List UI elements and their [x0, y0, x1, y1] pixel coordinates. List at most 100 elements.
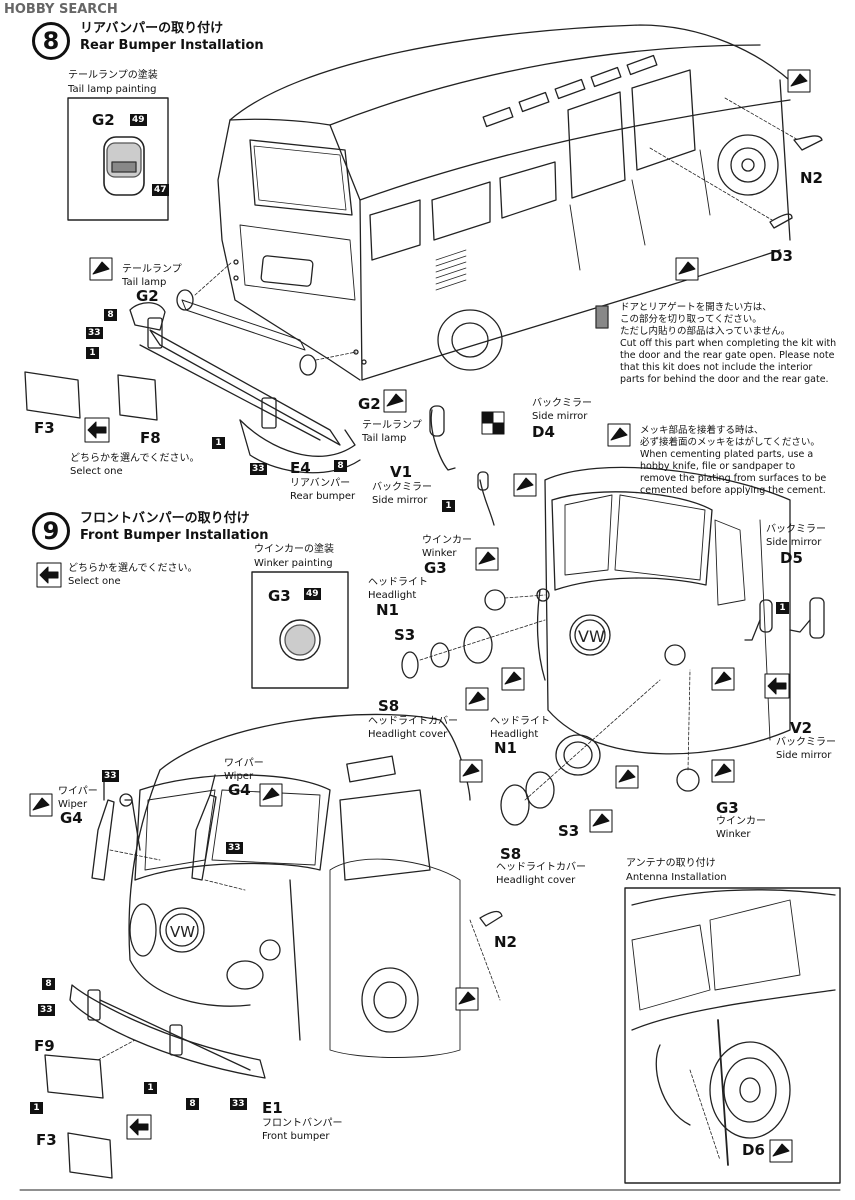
tail-lamp-label-en: Tail lamp	[122, 277, 167, 288]
step-8-title-jp: リアバンパーの取り付け	[80, 21, 224, 36]
winker-jp: ウインカー	[422, 535, 472, 546]
part-f3-rear: F3	[34, 419, 55, 437]
mirror-d4-jp: バックミラー	[532, 398, 592, 409]
plated-note-en-2: hobby knife, file or sandpaper to	[640, 461, 796, 472]
part-f8: F8	[140, 429, 161, 447]
headlight-cover-jp: ヘッドライトカバー	[368, 716, 458, 727]
badge-9-33c: 33	[38, 1004, 55, 1016]
winker-color-49: 49	[304, 588, 321, 600]
winker2-jp: ウインカー	[716, 816, 766, 827]
front-bumper-drawing	[44, 984, 266, 1179]
badge-1b: 1	[212, 437, 225, 449]
tail-paint-part: G2	[92, 111, 115, 129]
wiper-en: Wiper	[58, 799, 88, 810]
tail-lamp2-en: Tail lamp	[362, 433, 407, 444]
plated-note-jp-1: メッキ部品を接着する時は、	[640, 425, 764, 436]
headlight-parts-lower	[500, 669, 700, 826]
winker-paint-part: G3	[268, 587, 291, 605]
badge-33b: 33	[250, 463, 267, 475]
step-8-number: 8	[32, 22, 70, 60]
part-s8-lower: S8	[500, 845, 522, 863]
headlight2-en: Headlight	[490, 729, 539, 740]
plated-note: メッキ部品を接着する時は、 必ず接着面のメッキをはがしてください。 When c…	[640, 425, 826, 497]
door-note-jp-3: ただし内貼りの部品は入っていません。	[620, 326, 791, 337]
mirror-d5-jp: バックミラー	[766, 524, 826, 535]
step-9-title-en: Front Bumper Installation	[80, 528, 269, 543]
part-f9: F9	[34, 1037, 55, 1055]
part-e1: E1	[262, 1099, 283, 1117]
tail-lamp-label-jp: テールランプ	[122, 264, 182, 275]
part-v2: V2	[790, 719, 813, 737]
mirror-v2-jp: バックミラー	[776, 737, 836, 748]
svg-text:VW: VW	[170, 923, 195, 941]
rear-bumper-jp: リアバンパー	[290, 478, 351, 489]
part-f3-front: F3	[36, 1131, 57, 1149]
part-g4-right: G4	[228, 781, 251, 799]
cement-icons	[29, 69, 811, 1163]
part-n2-front: N2	[494, 933, 517, 951]
part-n2-rear: N2	[800, 169, 823, 187]
part-d6: D6	[742, 1141, 765, 1159]
winker2-en: Winker	[716, 829, 751, 840]
part-g3-lower: G3	[716, 799, 739, 817]
wiper2-en: Wiper	[224, 771, 254, 782]
badge-9-1a: 1	[776, 602, 789, 614]
badge-9-1b: 1	[144, 1082, 157, 1094]
wiper2-jp: ワイパー	[224, 758, 264, 769]
part-g2-left: G2	[136, 287, 159, 305]
badge-8b: 8	[334, 460, 347, 472]
step-9-title-jp: フロントバンパーの取り付け	[80, 511, 250, 526]
antenna-en: Antenna Installation	[626, 872, 727, 883]
headlight-cover-en: Headlight cover	[368, 729, 448, 740]
part-d4: D4	[532, 423, 555, 441]
plated-note-en-4: cemented before applying the cement.	[640, 485, 826, 496]
part-s3-lower: S3	[558, 822, 580, 840]
mirror-d4-en: Side mirror	[532, 411, 588, 422]
part-g3-upper: G3	[424, 559, 447, 577]
part-g4-left: G4	[60, 809, 83, 827]
part-v1: V1	[390, 463, 413, 481]
winker-paint-box	[251, 571, 349, 689]
antenna-drawing	[631, 889, 836, 1166]
badge-9-33d: 33	[230, 1098, 247, 1110]
front-bumper-en: Front bumper	[262, 1131, 330, 1142]
badge-33: 33	[86, 327, 103, 339]
part-d3: D3	[770, 247, 793, 265]
part-s8-upper: S8	[378, 697, 400, 715]
badge-1: 1	[86, 347, 99, 359]
badge-9-33b: 33	[226, 842, 243, 854]
badge-9-8a: 8	[42, 978, 55, 990]
color-badge-47: 47	[152, 184, 169, 196]
antenna-jp: アンテナの取り付け	[626, 858, 716, 869]
badge-8: 8	[104, 309, 117, 321]
winker-en: Winker	[422, 548, 457, 559]
tail-lamp-paint-box	[67, 97, 169, 221]
mirrors-drawing	[429, 405, 825, 641]
mirror-v1-jp: バックミラー	[372, 482, 432, 493]
part-n1-upper: N1	[376, 601, 399, 619]
step-8-title-en: Rear Bumper Installation	[80, 38, 264, 53]
plated-note-en-3: remove the plating from surfaces to be	[640, 473, 827, 484]
mirror-v1-en: Side mirror	[372, 495, 428, 506]
plated-note-en-1: When cementing plated parts, use a	[640, 449, 814, 460]
headlight-jp: ヘッドライト	[368, 577, 428, 588]
plated-note-jp-2: 必ず接着面のメッキをはがしてください。	[640, 437, 820, 448]
door-note-jp-2: この部分を切り取ってください。	[620, 314, 762, 325]
headlight-en: Headlight	[368, 590, 417, 601]
winker-paint-jp: ウインカーの塗装	[254, 544, 334, 555]
front-van-drawing-lower: VW	[128, 713, 501, 1058]
rear-van-drawing	[217, 24, 801, 381]
headlight-cover2-jp: ヘッドライトカバー	[496, 862, 586, 873]
wiper-jp: ワイパー	[58, 786, 98, 797]
headlight-parts-upper	[401, 589, 546, 679]
step-9-number: 9	[32, 512, 70, 550]
tail-paint-label-en: Tail lamp painting	[68, 84, 157, 95]
headlight2-jp: ヘッドライト	[490, 716, 550, 727]
color-badge-49: 49	[130, 114, 147, 126]
door-note-jp-1: ドアとリアゲートを開きたい方は、	[620, 302, 772, 313]
tail-lamp2-jp: テールランプ	[362, 420, 422, 431]
wipers-drawing	[91, 774, 246, 891]
antenna-box	[624, 887, 841, 1184]
svg-text:VW: VW	[578, 627, 605, 646]
